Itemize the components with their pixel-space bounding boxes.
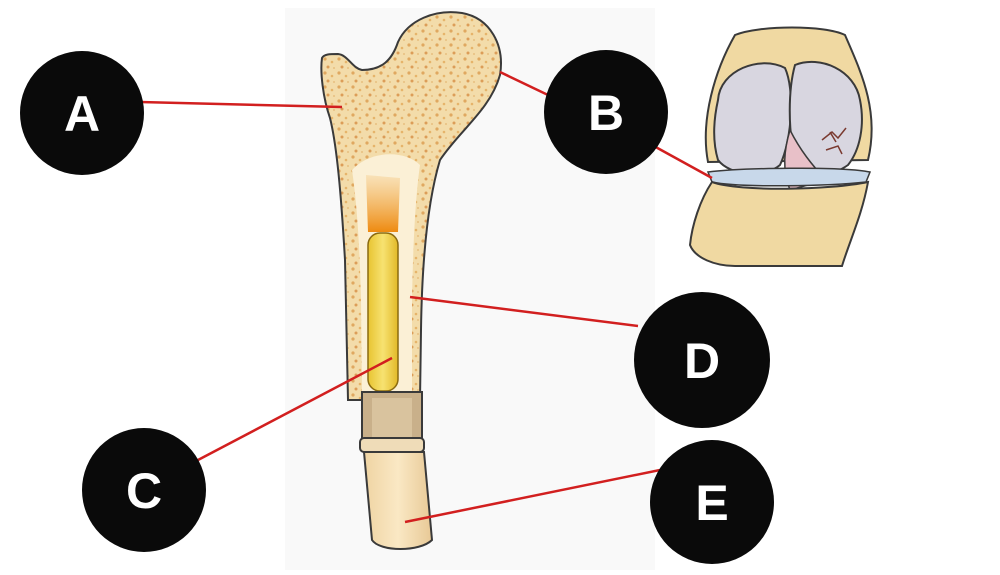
lower-shaft	[364, 452, 432, 549]
label-c-text: C	[126, 463, 162, 519]
knee-condyle-left	[714, 63, 791, 173]
periosteum-rim	[360, 438, 424, 452]
label-a-text: A	[64, 86, 100, 142]
label-d-text: D	[684, 333, 720, 389]
label-c: C	[82, 428, 206, 552]
label-e: E	[650, 440, 774, 564]
knee-tibia	[690, 182, 868, 266]
label-e-text: E	[695, 475, 728, 531]
label-b: B	[544, 50, 668, 174]
label-b-text: B	[588, 85, 624, 141]
label-d: D	[634, 292, 770, 428]
leader-line-b-knee	[652, 145, 712, 178]
spongy-bone-region	[366, 175, 400, 232]
periosteum-band-inner	[372, 398, 412, 438]
knee-joint-icon	[690, 28, 872, 267]
knee-meniscus	[708, 168, 870, 186]
label-a: A	[20, 51, 144, 175]
